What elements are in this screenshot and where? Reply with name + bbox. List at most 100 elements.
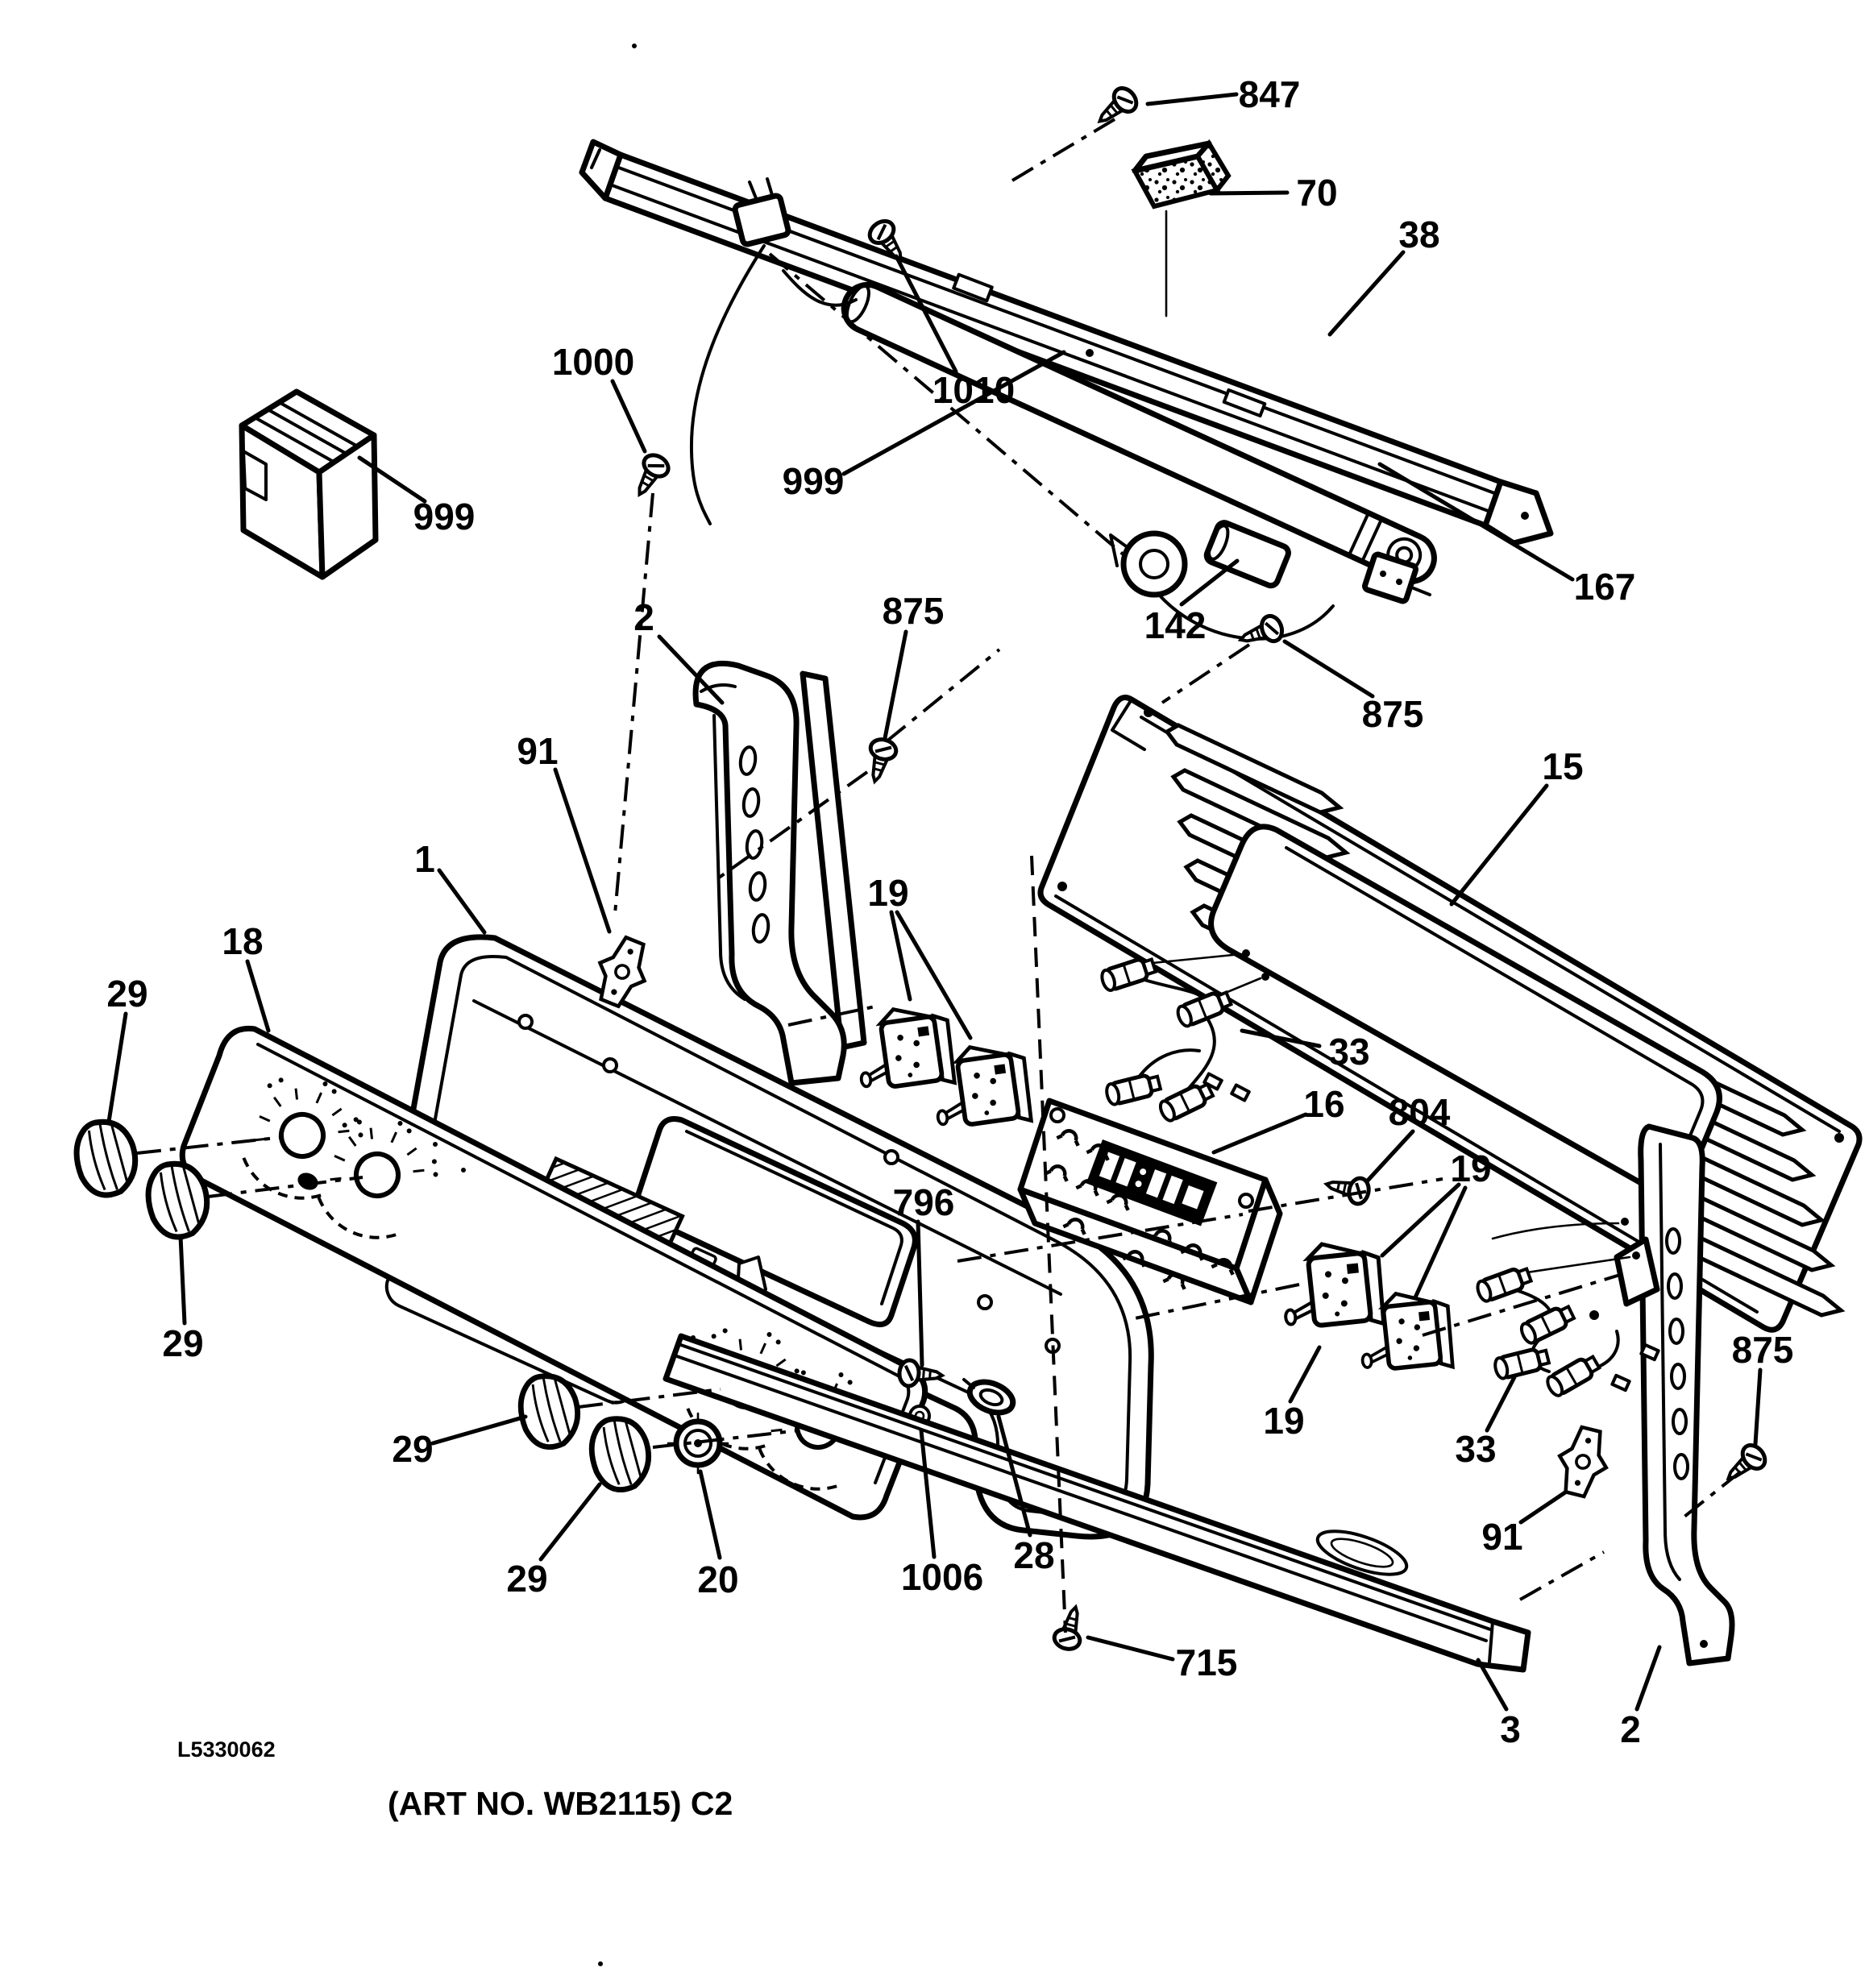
leader-line-1006-30 [919,1428,937,1559]
screw-715 [1052,1604,1088,1651]
callout-1000-3: 1000 [552,341,634,383]
surface-switches-19-upper [852,1002,1032,1134]
callout-19-21: 19 [1450,1148,1491,1189]
callout-16-19: 16 [1303,1083,1344,1125]
leader-line-1000-3 [610,379,647,454]
wire-harness-33-lower [1475,1218,1660,1398]
callout-2-10: 2 [633,596,654,638]
callout-167-7: 167 [1574,566,1636,608]
leader-line-15-13 [1449,783,1549,907]
callout-91-12: 91 [517,730,558,772]
callout-29-17: 29 [106,973,147,1015]
callout-38-2: 38 [1398,214,1439,255]
leader-line-715-33 [1086,1635,1175,1662]
leader-line-29-28 [538,1482,602,1562]
leader-line-28-31 [996,1414,1032,1538]
leader-line-1-14 [437,868,487,935]
callout-1-14: 1 [414,838,435,880]
leader-line-847-0 [1145,92,1239,106]
screw-847 [1091,84,1140,131]
leader-line-19-15 [889,910,912,1002]
callout-29-25: 29 [392,1428,433,1470]
art-number: (ART NO. WB2115) C2 [388,1785,733,1822]
leader-line-91-12 [553,767,612,934]
leader-line-875-11 [883,629,908,741]
leader-line-875-9 [1282,639,1375,699]
carton-999 [239,388,379,580]
side-support-2-right [1614,1123,1735,1666]
callout-1010-5: 1010 [932,369,1015,411]
callout-18-16: 18 [222,920,263,962]
clip-28 [962,1378,1016,1416]
leader-line-33-18 [1240,1028,1322,1048]
leader-line-999-6 [841,350,1066,476]
leader-line-20-29 [698,1469,722,1560]
callout-875-24: 875 [1732,1329,1794,1371]
callout-875-9: 875 [1362,693,1424,735]
callout-142-8: 142 [1144,604,1207,646]
leader-line-796-22 [916,1219,924,1368]
leader-line-29-25 [430,1414,528,1446]
leader-line-29-17 [106,1011,128,1124]
leader-line-19-15 [895,910,973,1040]
control-board-16 [1017,1098,1283,1305]
callout-29-28: 29 [506,1558,547,1600]
callout-19-15: 19 [867,872,908,914]
leader-line-875-24 [1753,1368,1763,1446]
leader-line-18-16 [245,959,271,1033]
leader-line-19-21 [1413,1185,1468,1300]
leader-line-2-10 [657,634,725,705]
surface-switches-19-right [1278,1239,1454,1376]
side-support-2-left [692,660,867,1086]
leader-line-1010-5 [894,254,958,374]
leader-line-19-21 [1380,1182,1461,1258]
screw-1000 [629,451,672,501]
wire-harness-33-upper [1100,949,1269,1123]
leader-line-19-26 [1288,1345,1322,1404]
sponge-block-70 [1131,139,1232,317]
trim-strip-3 [663,1333,1531,1673]
leader-line-804-20 [1364,1129,1415,1184]
callout-91-32: 91 [1481,1516,1522,1558]
callout-715-33: 715 [1176,1641,1238,1683]
callout-19-26: 19 [1263,1400,1304,1442]
leader-line-167-7 [1377,462,1575,582]
callout-3-34: 3 [1500,1708,1521,1750]
lamp-socket-142 [1109,520,1431,641]
callout-15-13: 15 [1542,745,1583,787]
callout-2-35: 2 [1620,1708,1641,1750]
screw-875-mid [1236,613,1286,652]
callout-875-11: 875 [883,590,945,632]
callout-804-20: 804 [1389,1091,1451,1133]
leader-line-2-35 [1634,1645,1662,1712]
callout-70-1: 70 [1296,172,1337,214]
callout-999-6: 999 [783,460,845,502]
callout-1006-30: 1006 [901,1556,983,1598]
callout-33-27: 33 [1455,1428,1496,1470]
scan-dot [632,44,637,48]
bracket-91-right [1551,1424,1614,1500]
leader-line-16-19 [1211,1112,1308,1155]
leader-line-142-8 [1179,558,1240,607]
callout-20-29: 20 [697,1558,738,1600]
callout-847-0: 847 [1239,73,1301,115]
leader-line-999-4 [357,455,427,504]
callout-29-23: 29 [162,1322,203,1364]
leader-line-33-27 [1485,1375,1517,1433]
callout-999-4: 999 [413,496,476,537]
callout-796-22: 796 [893,1181,955,1223]
doc-code: L5330062 [177,1737,276,1762]
screw-875-center [862,737,899,784]
screw-804 [1324,1172,1371,1206]
leader-line-29-23 [178,1234,187,1326]
callouts-layer: 847 70 38 1000 999 1010 999 167 142 875 2 875 91 15 1 1… [106,73,1793,1750]
top-rail-38 [579,139,1554,546]
scan-dot [598,1961,603,1966]
callout-28-31: 28 [1013,1534,1054,1576]
assembly-axes [136,118,1742,1633]
lamp-tube-167 [841,281,1437,585]
leader-line-3-34 [1476,1658,1509,1712]
leader-line-91-32 [1518,1490,1568,1525]
